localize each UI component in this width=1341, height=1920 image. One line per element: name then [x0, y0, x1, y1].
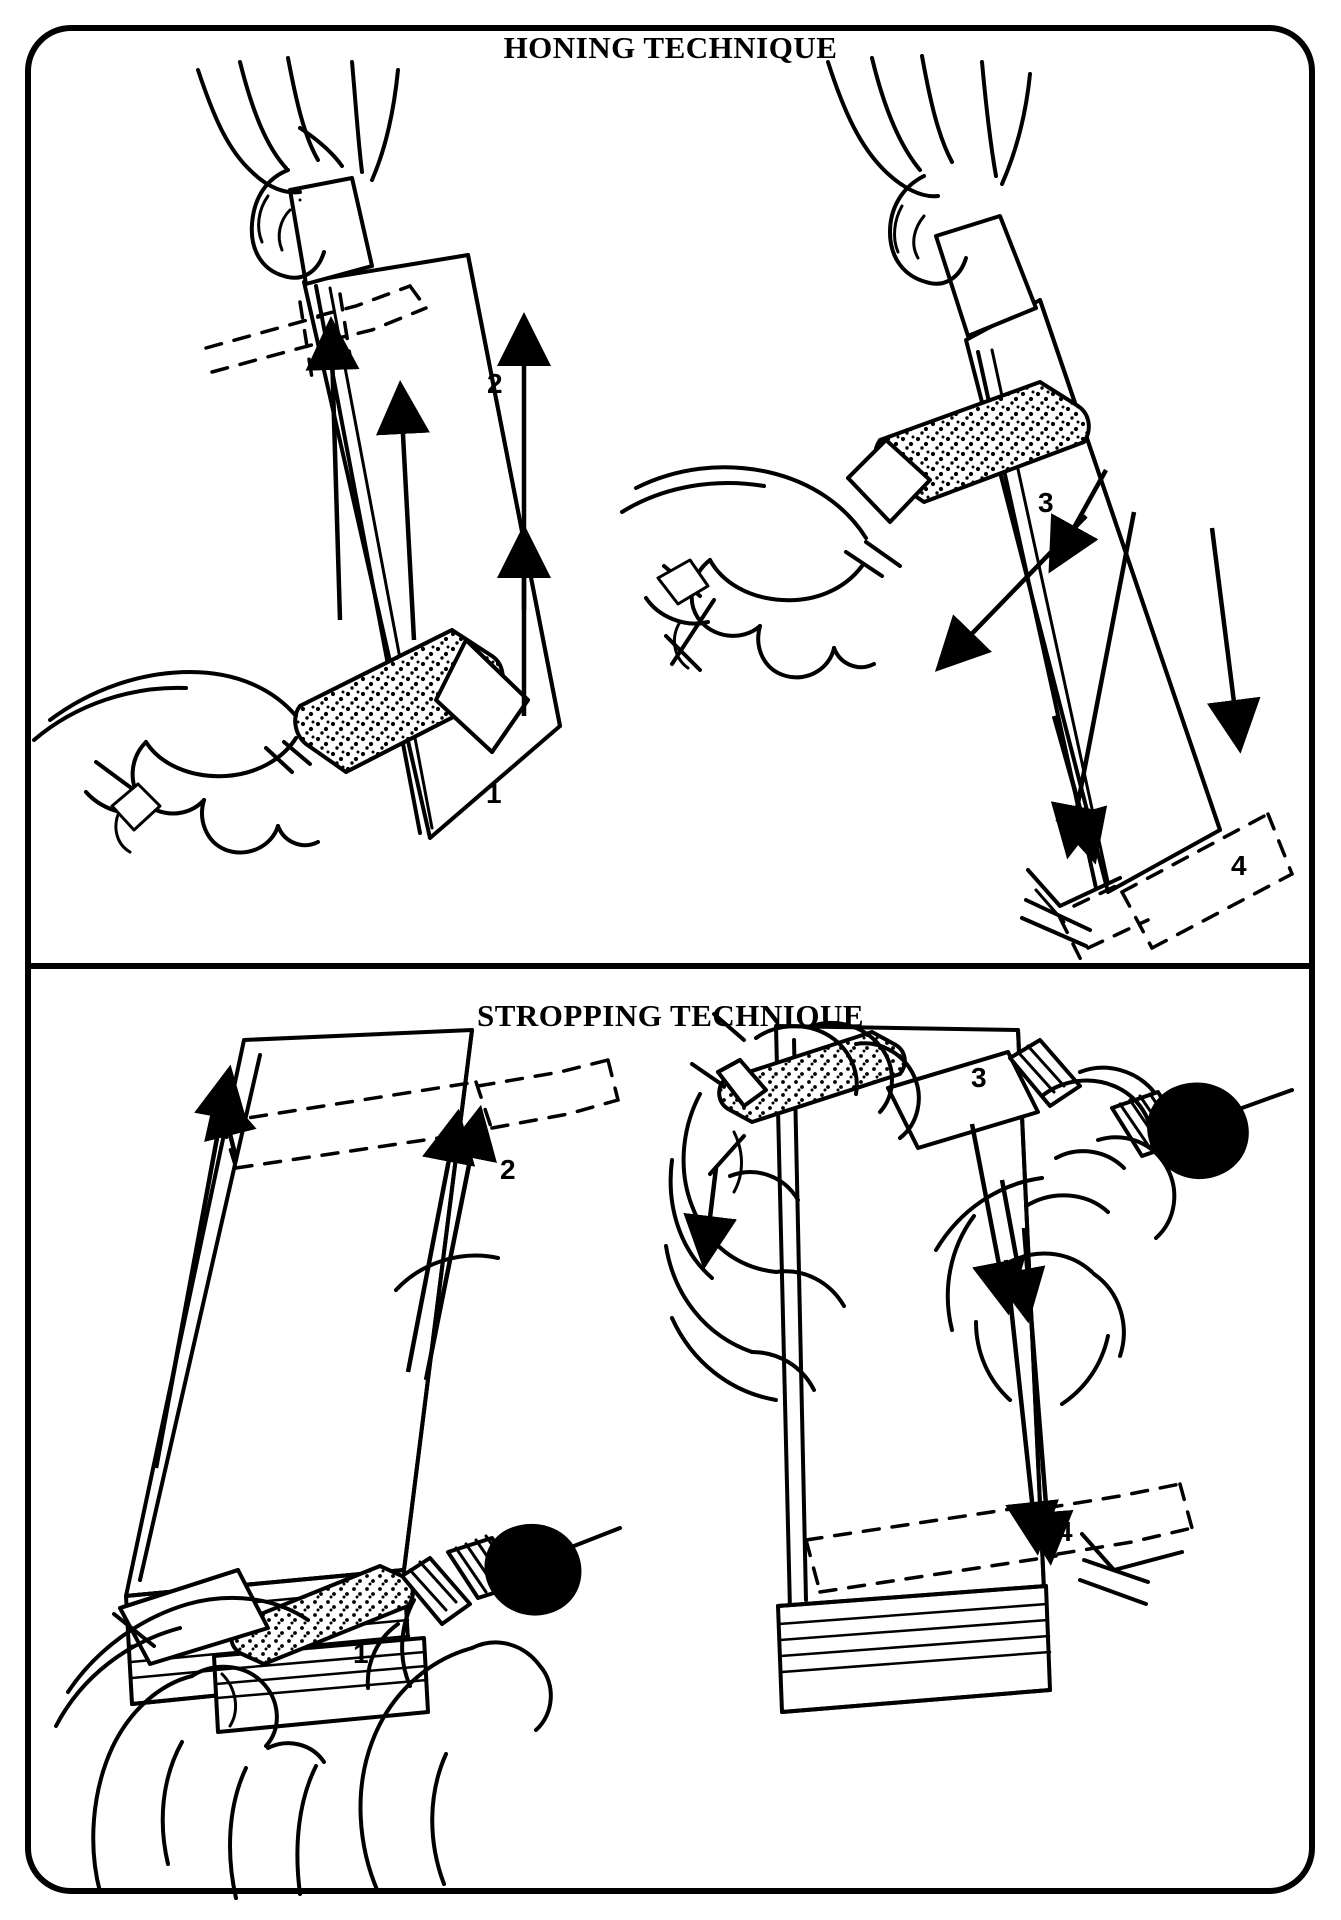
- step-label-honing-2: 2: [487, 368, 503, 399]
- step-label-honing-4: 4: [1231, 850, 1247, 881]
- panel-title-honing: HONING TECHNIQUE: [503, 30, 838, 65]
- step-label-stropping-1: 1: [353, 1638, 369, 1669]
- panel-title-stropping: STROPPING TECHNIQUE: [476, 998, 865, 1033]
- step-label-honing-1: 1: [486, 778, 502, 809]
- step-label-honing-3: 3: [1038, 487, 1054, 518]
- step-label-stropping-3: 3: [971, 1062, 987, 1093]
- panel-divider: [25, 963, 1315, 969]
- outer-border: [25, 25, 1315, 1894]
- step-label-stropping-2: 2: [500, 1154, 516, 1185]
- step-label-stropping-4: 4: [1057, 1516, 1073, 1547]
